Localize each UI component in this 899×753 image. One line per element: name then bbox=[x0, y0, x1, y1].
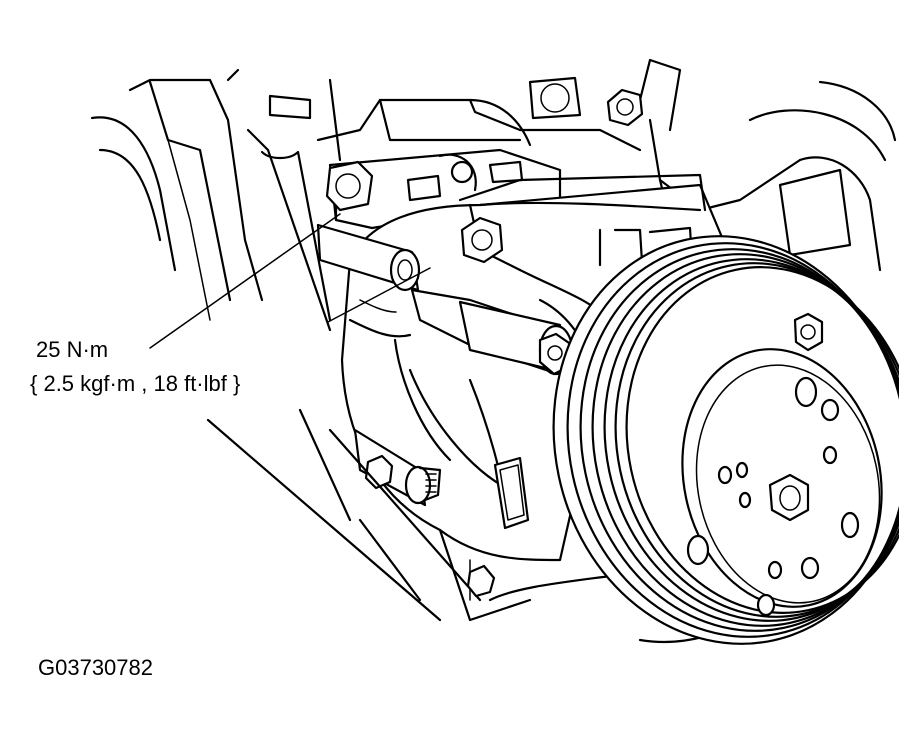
callout-leaders bbox=[149, 213, 431, 349]
pulley-bolt-icon bbox=[793, 312, 824, 352]
clutch-connector bbox=[493, 456, 530, 530]
bracket-bolt-icon bbox=[460, 216, 504, 264]
lower-stud bbox=[353, 428, 442, 507]
upper-bolt-icon bbox=[606, 88, 644, 127]
torque-alt-units-label: { 2.5 kgf·m , 18 ft·lbf } bbox=[30, 371, 241, 396]
hub-nut-icon bbox=[768, 473, 810, 522]
through-bolt bbox=[410, 288, 574, 376]
clutch-hub bbox=[686, 376, 860, 617]
figure-id-label: G03730782 bbox=[38, 655, 153, 680]
torque-value-label: 25 N·m bbox=[36, 337, 109, 362]
upper-mounting-bolt bbox=[316, 160, 421, 292]
